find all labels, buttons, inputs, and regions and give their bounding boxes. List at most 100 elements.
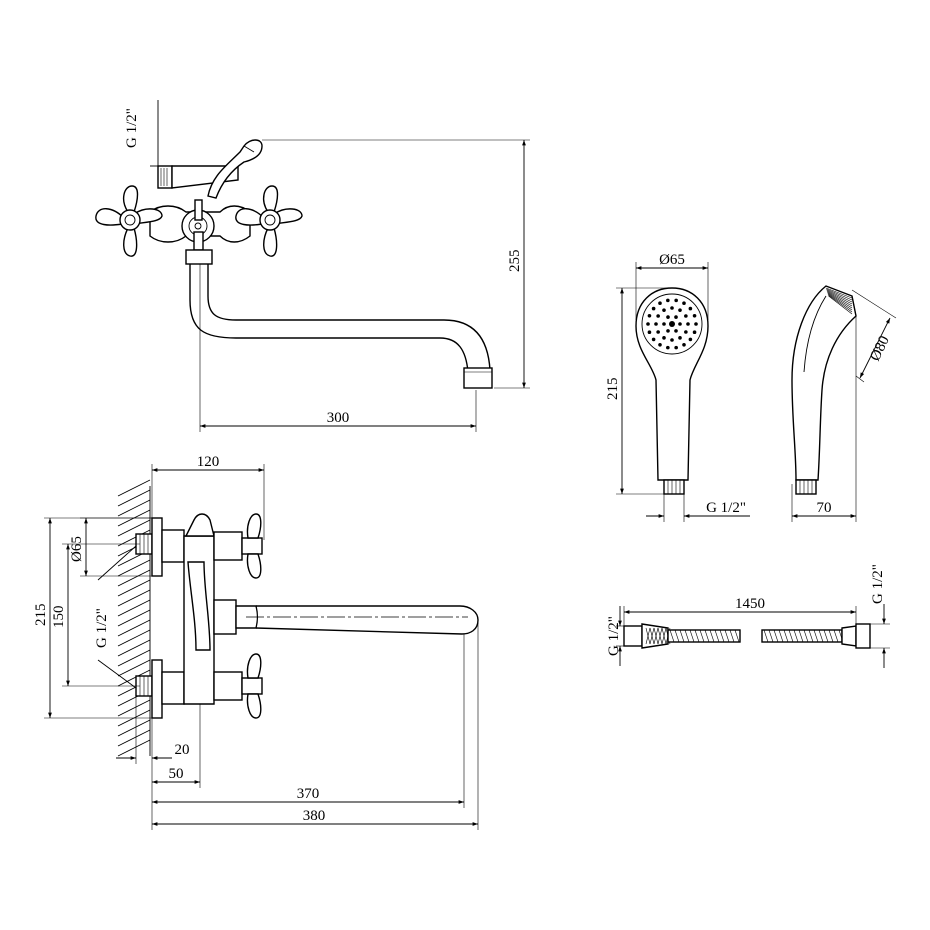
coil-line [793, 629, 799, 643]
shower-head-front-dimensions: Ø65 215 G 1/2" [605, 252, 750, 522]
nozzle-dot [656, 330, 660, 334]
nozzle-dot [662, 336, 666, 340]
nozzle-line [827, 292, 853, 309]
knurl-line [645, 627, 651, 645]
nozzle-dot [694, 322, 698, 326]
head-side-diameter-label: Ø80 [867, 334, 893, 364]
coil-line [704, 629, 710, 643]
nozzle-dot [646, 322, 650, 326]
nozzle-dot [666, 298, 670, 303]
coil-line [724, 629, 730, 643]
hatch-line [117, 489, 151, 507]
nozzle-dot [688, 337, 693, 342]
nozzle-line [826, 289, 853, 303]
nozzle-dot [692, 313, 697, 318]
hatch-line [117, 739, 151, 757]
hatch-line [117, 599, 151, 617]
coil-line [689, 629, 695, 643]
hatch-line [117, 619, 151, 637]
shower-head-side [791, 285, 857, 495]
coil-line [808, 629, 814, 643]
nozzle-dot [662, 308, 666, 312]
hatch-line [117, 629, 151, 647]
front-view-dimensions: G 1/2" 255 300 [124, 100, 530, 432]
nozzle-dot [666, 329, 670, 333]
hose-thread-right-label: G 1/2" [870, 564, 886, 604]
coil-line [669, 629, 675, 643]
side-flange-label: Ø65 [69, 536, 85, 562]
hatch-line [117, 519, 151, 537]
knurl-line [653, 627, 659, 645]
nozzle-dot [647, 313, 652, 318]
coil-line [823, 629, 829, 643]
hatch-line [117, 479, 151, 497]
coil-line [798, 629, 804, 643]
side-reach-label: 370 [297, 786, 320, 802]
front-thread-label: G 1/2" [124, 108, 140, 148]
nozzle-line [827, 293, 853, 311]
nozzle-dot [674, 315, 678, 319]
coil-line [694, 629, 700, 643]
coil-line [833, 629, 839, 643]
hatch-line [117, 729, 151, 747]
nozzle-dot [678, 336, 682, 340]
hose-length-label: 1450 [735, 596, 765, 612]
nozzle-dot [662, 322, 666, 326]
head-front-diameter-label: Ø65 [659, 252, 685, 268]
coil-line [729, 629, 735, 643]
coil-line [788, 629, 794, 643]
head-side-depth-label: 70 [817, 500, 832, 516]
hatch-line [117, 589, 151, 607]
coil-line [714, 629, 720, 643]
nozzle-dot [658, 301, 662, 306]
nozzle-dot [666, 315, 670, 319]
side-overall-reach-label: 380 [303, 808, 326, 824]
nozzle-dot [684, 314, 688, 318]
coil-line [679, 629, 685, 643]
knurl-line [661, 627, 667, 645]
side-height-label: 215 [33, 604, 49, 627]
nozzle-dot [686, 322, 690, 326]
nozzle-dot [678, 322, 682, 326]
hatch-line [117, 699, 151, 717]
faucet-front-view [95, 139, 493, 389]
hatch-line [117, 559, 151, 577]
nozzle-dot [688, 306, 693, 311]
nozzle-dot [682, 301, 686, 306]
nozzle-line [825, 287, 853, 299]
coil-line [699, 629, 705, 643]
nozzle-line [827, 291, 853, 307]
front-reach-label: 300 [327, 410, 350, 426]
nozzle-line [828, 294, 853, 313]
knurl-line [649, 627, 655, 645]
coil-line [783, 629, 789, 643]
hatch-line [117, 569, 151, 587]
nozzle-dot [651, 337, 656, 342]
coil-line [763, 629, 769, 643]
coil-line [674, 629, 680, 643]
hatch-line [117, 659, 151, 677]
coil-line [684, 629, 690, 643]
hose-dimensions: 1450 G 1/2" G 1/2" [606, 564, 890, 668]
nozzle-dot [670, 338, 674, 342]
coil-line [768, 629, 774, 643]
right-cross-handle [235, 185, 303, 257]
shower-head-front [635, 287, 709, 495]
nozzle-dot [654, 322, 658, 326]
coil-line [778, 629, 784, 643]
side-view-dimensions: 120 215 150 Ø65 G 1/2" 20 50 370 [33, 454, 479, 830]
side-depth-label: 120 [197, 454, 220, 470]
nozzle-dot [647, 330, 652, 335]
nozzle-dot [678, 308, 682, 312]
nozzle-dot [684, 330, 688, 334]
nozzle-dot [682, 342, 686, 347]
hatch-line [117, 499, 151, 517]
hatch-line [117, 529, 151, 547]
nozzle-line [828, 295, 853, 315]
shower-hose [623, 623, 871, 649]
head-front-thread-label: G 1/2" [706, 500, 746, 516]
coil-line [773, 629, 779, 643]
nozzle-dot [670, 306, 674, 310]
hatch-line [117, 609, 151, 627]
